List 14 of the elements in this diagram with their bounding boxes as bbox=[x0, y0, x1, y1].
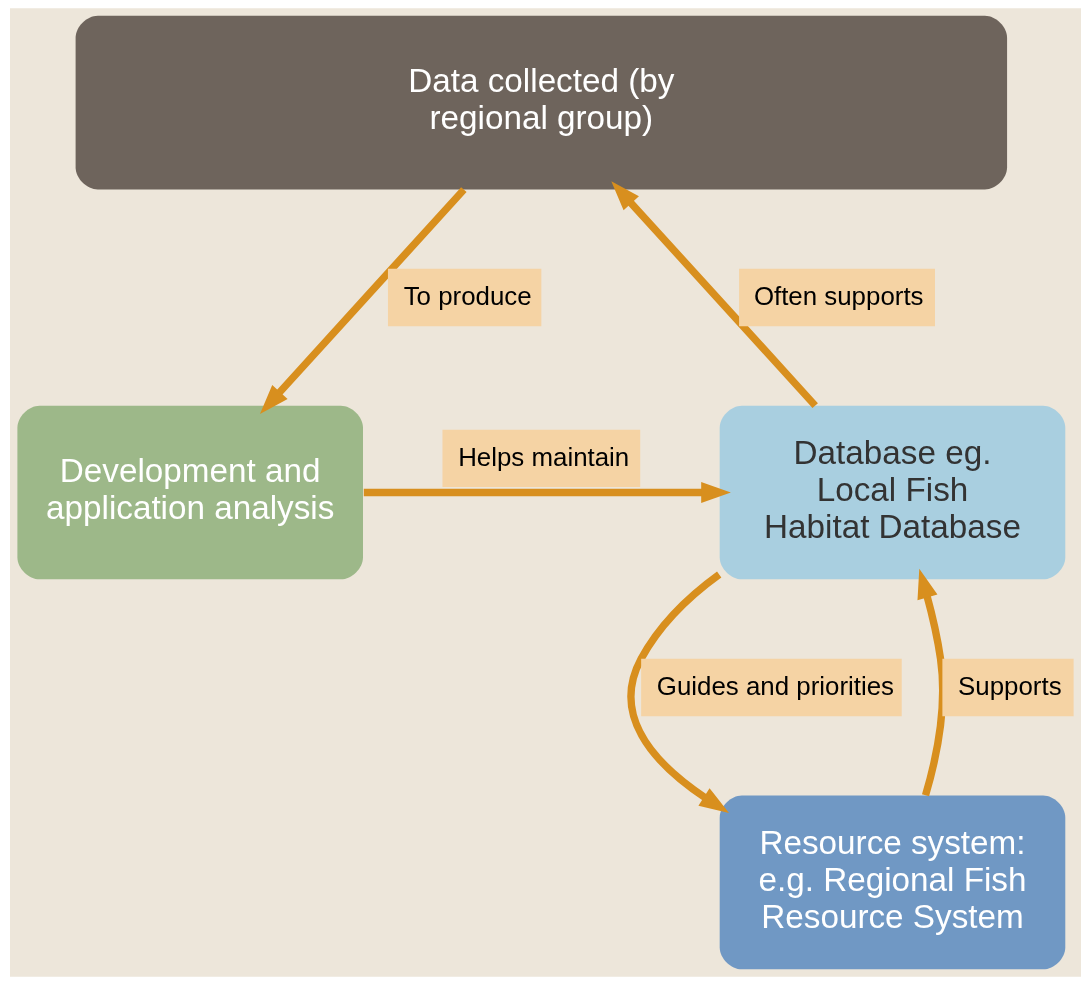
arrow bbox=[363, 482, 731, 503]
node-box: Database eg. Local Fish Habitat Database bbox=[719, 405, 1066, 580]
edge-label: Supports bbox=[958, 672, 1062, 701]
edge-label: Guides and priorities bbox=[656, 672, 895, 701]
arrow bbox=[259, 187, 467, 414]
node-box: Development and application analysis bbox=[17, 405, 363, 580]
node-box: Resource system: e.g. Regional Fish Resource System bbox=[719, 795, 1066, 970]
arrow bbox=[627, 571, 730, 813]
edge-label: Helps maintain bbox=[458, 443, 630, 472]
arrow bbox=[611, 181, 818, 409]
arrow bbox=[917, 568, 947, 797]
node-box: Data collected (by regional group) bbox=[75, 15, 1008, 190]
edge-label: To produce bbox=[403, 282, 532, 311]
edge-label: Often supports bbox=[753, 282, 924, 311]
